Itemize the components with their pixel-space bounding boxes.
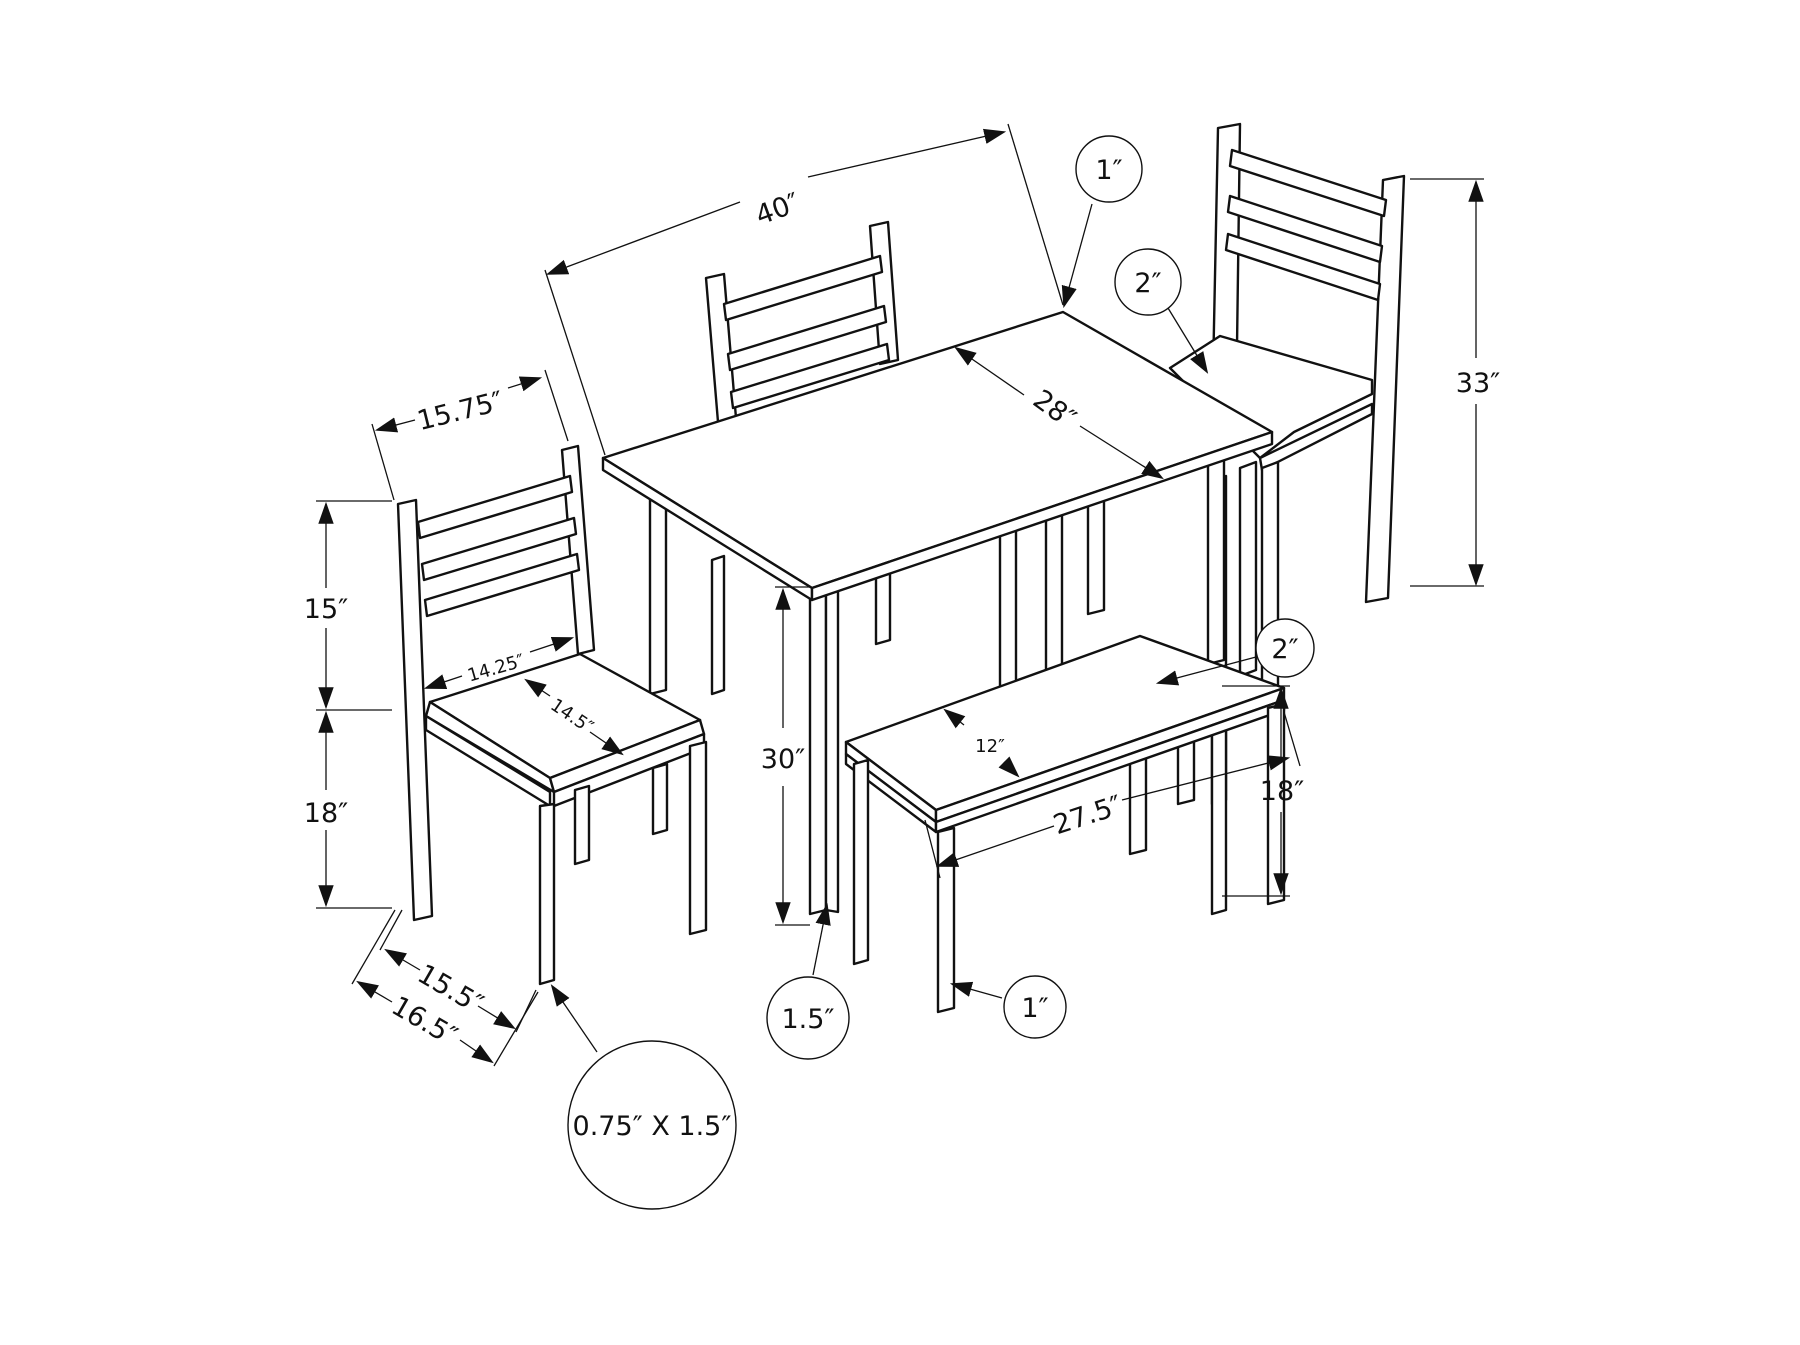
callout-chair-leg: 0.75″ X 1.5″ (550, 984, 737, 1210)
chair-back-center (704, 220, 900, 696)
label-chair-seat-thickness: 2″ (1134, 268, 1161, 299)
label-bench-length: 27.5″ (1050, 790, 1126, 841)
dim-bench-depth: 12″ (943, 708, 1020, 778)
label-chair-leg: 0.75″ X 1.5″ (573, 1111, 732, 1142)
label-bench-height: 18″ (1260, 776, 1304, 807)
label-chair-seat-height: 18″ (304, 798, 348, 829)
label-table-width: 40″ (752, 187, 804, 231)
dim-bench-height: 18″ (1222, 685, 1304, 897)
dim-chair-depth: 15.5″ 16.5″ (351, 909, 539, 1067)
dim-table-height: 30″ (761, 586, 810, 926)
chair-left (396, 444, 708, 986)
bench (844, 634, 1286, 1014)
label-bench-depth: 12″ (975, 736, 1005, 757)
label-chair-overall-height: 33″ (1456, 368, 1500, 399)
label-bench-leg: 1″ (1021, 993, 1048, 1024)
label-table-leg: 1.5″ (781, 1004, 834, 1035)
dim-chair-seat-height: 18″ (304, 710, 392, 909)
label-bench-seat-thickness: 2″ (1271, 634, 1298, 665)
label-table-height: 30″ (761, 744, 805, 775)
label-table-top-thickness: 1″ (1095, 155, 1122, 186)
callout-table-leg: 1.5″ (766, 902, 850, 1060)
callout-bench-leg: 1″ (949, 975, 1067, 1039)
dim-chair-overall-height: 33″ (1410, 178, 1500, 587)
callout-chair-seat: 2″ (1114, 248, 1209, 374)
dim-chair-back-height: 15″ (304, 500, 392, 711)
label-chair-back-height: 15″ (304, 594, 348, 625)
callout-table-top: 1″ (1061, 135, 1143, 309)
label-chair-back-width: 15.75″ (414, 386, 506, 437)
callout-bench-seat: 2″ (1155, 618, 1315, 686)
dim-chair-back-width: 15.75″ (371, 369, 569, 501)
